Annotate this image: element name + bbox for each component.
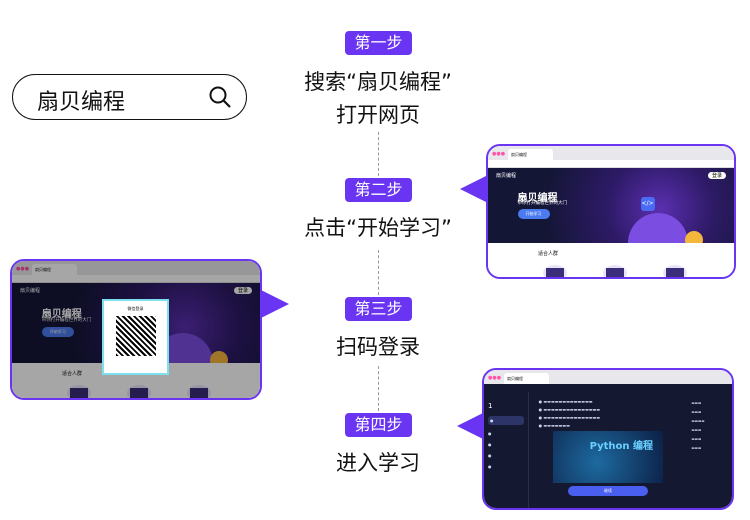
browser-tab: 扇贝编程 [32, 264, 77, 275]
pointer-arrow [457, 412, 485, 440]
sidebar-item[interactable]: ● [488, 431, 492, 436]
code-logo-icon: </> [640, 196, 655, 211]
pointer-arrow [460, 175, 488, 203]
brand-logo: 扇贝编程 [496, 173, 517, 179]
screenshot-qr-login: ●●●扇贝编程 扇贝编程登录 扇贝编程 带你打开编程世界的大门 开始学习 适合人… [10, 259, 262, 400]
step-2-text: 点击“开始学习” [304, 216, 452, 240]
screenshot-homepage: ●●●扇贝编程 扇贝编程登录 扇贝编程 带你打开编程世界的大门 开始学习 </>… [486, 144, 736, 279]
start-learning-button[interactable]: 开始学习 [517, 209, 550, 220]
step-1-text: 搜索“扇贝编程” [304, 70, 452, 94]
step-3-text: 扫码登录 [336, 335, 420, 359]
python-banner: Python 编程 [553, 431, 663, 483]
chat-lesson: ● ▬▬▬▬▬▬▬▬▬▬▬▬▬● ▬▬▬▬▬▬▬▬▬▬▬▬▬▬▬● ▬▬▬▬▬▬… [529, 392, 688, 508]
step-4-text: 进入学习 [336, 451, 420, 475]
search-query: 扇贝编程 [37, 90, 126, 115]
connector-line [378, 132, 379, 176]
pointer-arrow [261, 290, 289, 318]
audience-card [663, 265, 687, 277]
step-3-badge: 第三步 [345, 297, 412, 321]
brand-logo: 扇贝编程 [20, 288, 41, 294]
audience-card [603, 265, 627, 277]
continue-button[interactable]: 继续 [568, 486, 648, 496]
search-icon [209, 86, 231, 108]
hero-title: 扇贝编程 [41, 309, 82, 321]
screenshot-course: ●●●扇贝编程 1●●●●● ● ▬▬▬▬▬▬▬▬▬▬▬▬▬● ▬▬▬▬▬▬▬▬… [482, 368, 734, 510]
step-4-badge: 第四步 [345, 413, 412, 437]
login-button[interactable]: 登录 [233, 287, 252, 294]
search-box[interactable]: 扇贝编程 [12, 74, 247, 120]
browser-tab: 扇贝编程 [508, 149, 553, 160]
hero-subtitle: 带你打开编程世界的大门 [517, 201, 568, 207]
hero-subtitle: 带你打开编程世界的大门 [41, 318, 92, 324]
connector-line [378, 366, 379, 411]
connector-line [378, 250, 379, 295]
step-1-text-2: 打开网页 [336, 103, 420, 127]
sidebar-item[interactable]: ● [488, 453, 492, 458]
qr-code[interactable] [115, 316, 156, 356]
outline-panel: ▬▬▬▬▬▬▬▬▬▬▬▬▬▬▬▬▬▬▬ [691, 401, 705, 450]
course-sidebar: 1●●●●● [484, 392, 529, 508]
login-button[interactable]: 登录 [707, 172, 726, 179]
section-title: 适合人群 [538, 251, 559, 257]
step-2-badge: 第二步 [345, 178, 412, 202]
sidebar-item[interactable]: ● [488, 464, 492, 469]
section-title: 适合人群 [62, 371, 83, 377]
qr-title: 微信登录 [127, 306, 144, 311]
hero-title: 扇贝编程 [517, 193, 558, 204]
step-1-badge: 第一步 [345, 31, 412, 55]
sidebar-item[interactable]: ● [488, 442, 492, 447]
browser-tab: 扇贝编程 [504, 373, 549, 384]
start-learning-button[interactable]: 开始学习 [41, 327, 74, 337]
qr-login-modal: 微信登录 [102, 299, 169, 375]
audience-card [543, 265, 567, 277]
sidebar-item[interactable]: ● [488, 416, 524, 425]
